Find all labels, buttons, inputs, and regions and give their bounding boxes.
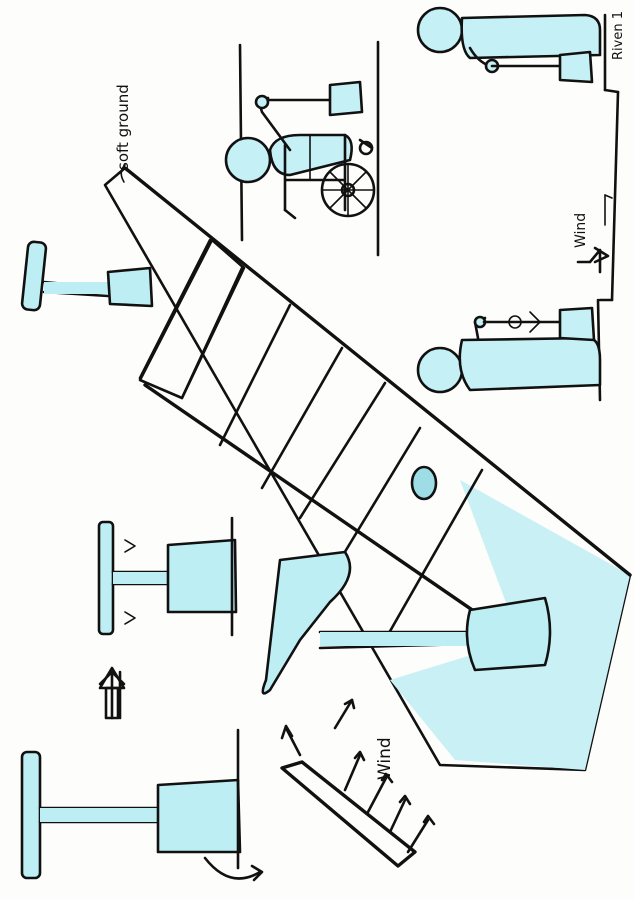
wind-arrow-top: Wind [573, 213, 610, 274]
paddle-bottom [261, 550, 552, 695]
wind-label-bottom: Wind [375, 737, 395, 780]
standing-person-top [416, 6, 602, 84]
paddle-top [20, 240, 154, 312]
wind-net-panel: Wind [280, 698, 436, 868]
wind-label-top: Wind [573, 213, 589, 248]
soft-ground-label: soft ground [114, 84, 132, 170]
inclined-play-board [20, 166, 632, 772]
soft-ground-annotation: soft ground [114, 84, 132, 183]
wheelchair-user [224, 80, 376, 220]
paddle-front-view [97, 516, 238, 637]
paddle-side-view [20, 728, 264, 882]
direction-arrow [98, 666, 126, 720]
corner-note: Riven 1 [611, 11, 626, 60]
accessibility-scene: Wind Riven 1 [224, 6, 626, 402]
standing-person-bottom [416, 306, 602, 394]
